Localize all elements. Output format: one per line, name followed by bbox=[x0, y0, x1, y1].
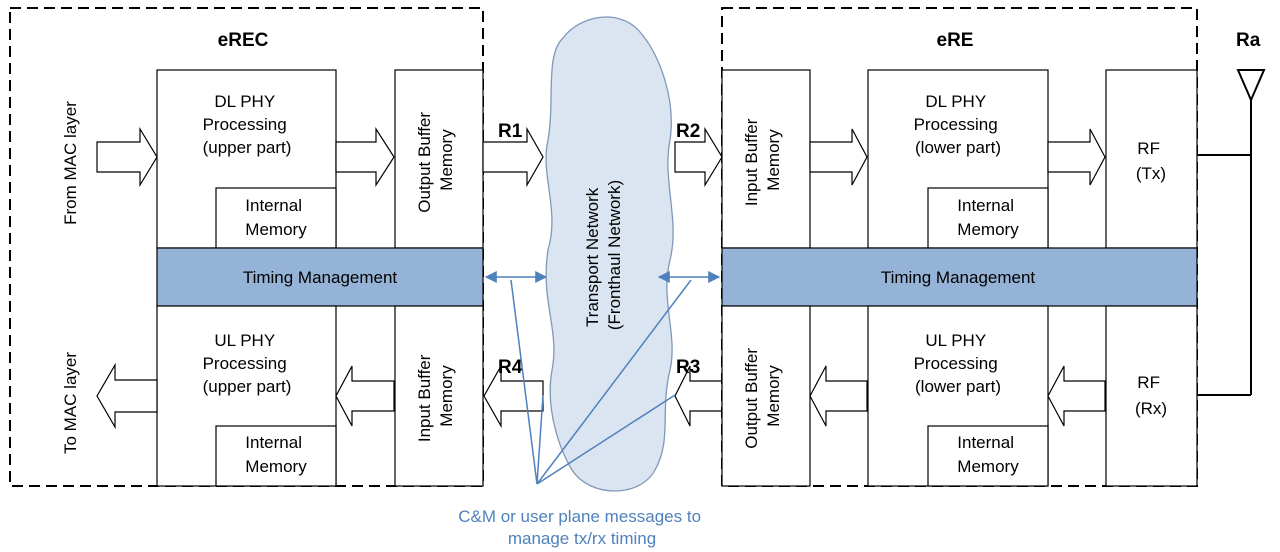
erec-output-buffer-label: Output Buffer Memory bbox=[415, 107, 456, 213]
erec-input-buffer-label: Input Buffer Memory bbox=[415, 350, 456, 442]
erec-ul-phy-label: UL PHY Processing (upper part) bbox=[203, 331, 292, 396]
from-mac-label: From MAC layer bbox=[61, 101, 80, 225]
annotation-text: C&M or user plane messages to manage tx/… bbox=[458, 507, 706, 548]
from-mac-arrow bbox=[96, 126, 158, 188]
ere-timing-label: Timing Management bbox=[881, 268, 1036, 287]
erec-dl-phy-label: DL PHY Processing (upper part) bbox=[203, 92, 292, 157]
transport-network-cloud bbox=[545, 16, 674, 492]
erec-output-buffer bbox=[394, 69, 484, 249]
ere-dl-phy-label: DL PHY Processing (lower part) bbox=[914, 92, 1003, 157]
r3-arrow bbox=[674, 365, 723, 427]
ere-ul-phy-label: UL PHY Processing (lower part) bbox=[914, 331, 1003, 396]
ere-dl-to-rf-arrow bbox=[1047, 128, 1106, 186]
erec-timing-label: Timing Management bbox=[243, 268, 398, 287]
antenna-icon bbox=[1236, 69, 1266, 103]
erec-dl-internal-memory-label: Internal Memory bbox=[245, 196, 307, 239]
ere-buffer-to-dl-arrow bbox=[809, 128, 868, 186]
transport-network-label: Transport Network (Fronthaul Network) bbox=[583, 180, 624, 330]
rf-rx-label: RF (Rx) bbox=[1135, 373, 1167, 418]
rf-tx-block bbox=[1105, 69, 1198, 249]
ere-ul-to-buffer-arrow bbox=[809, 365, 868, 427]
antenna-feed-lines bbox=[1197, 100, 1252, 396]
r2-arrow bbox=[674, 126, 723, 188]
erec-dl-to-buffer-arrow bbox=[335, 126, 395, 188]
ere-dl-internal-memory-label: Internal Memory bbox=[957, 196, 1019, 239]
ere-title: eRE bbox=[937, 30, 974, 51]
ere-output-buffer bbox=[721, 305, 811, 487]
antenna-label: Ra bbox=[1236, 30, 1261, 51]
r2-label: R2 bbox=[676, 121, 700, 142]
ere-timing-management bbox=[721, 247, 1198, 307]
r1-label: R1 bbox=[498, 121, 523, 142]
erec-title: eREC bbox=[218, 30, 269, 51]
erec-ul-internal-memory bbox=[215, 425, 337, 487]
rf-tx-label: RF (Tx) bbox=[1136, 139, 1166, 183]
erec-ul-internal-memory-label: Internal Memory bbox=[245, 433, 307, 476]
r3-label: R3 bbox=[676, 357, 700, 378]
ere-dl-internal-memory bbox=[927, 187, 1049, 249]
ere-ul-internal-memory bbox=[927, 425, 1049, 487]
erec-buffer-to-ul-arrow bbox=[335, 365, 395, 427]
ere-input-buffer bbox=[721, 69, 811, 249]
r4-label: R4 bbox=[498, 357, 523, 378]
ere-input-buffer-label: Input Buffer Memory bbox=[742, 114, 783, 206]
to-mac-label: To MAC layer bbox=[61, 352, 80, 454]
erec-dl-internal-memory bbox=[215, 187, 337, 249]
rf-rx-block bbox=[1105, 305, 1198, 487]
r1-arrow bbox=[482, 126, 544, 188]
erec-input-buffer bbox=[394, 305, 484, 487]
erec-timing-management bbox=[156, 247, 484, 307]
ere-rf-to-ul-arrow bbox=[1047, 365, 1106, 427]
annotation-pointer-lines bbox=[510, 279, 692, 485]
to-mac-arrow bbox=[96, 362, 158, 430]
ere-ul-internal-memory-label: Internal Memory bbox=[957, 433, 1019, 476]
ere-output-buffer-label: Output Buffer Memory bbox=[742, 343, 783, 449]
